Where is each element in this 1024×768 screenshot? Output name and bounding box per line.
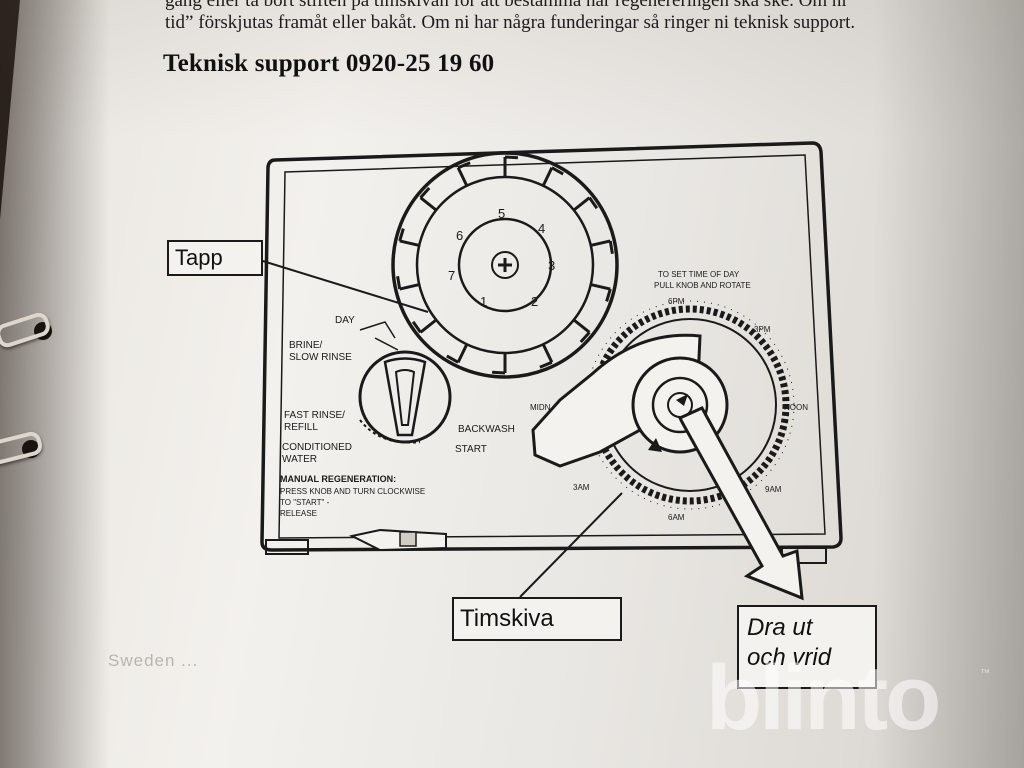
time-midnight: MIDN.: [530, 403, 553, 412]
day-label: DAY: [335, 315, 355, 326]
binder-hole-2: [22, 440, 40, 458]
day-number-6: 6: [456, 228, 463, 243]
start-label: START: [455, 444, 487, 455]
blinto-watermark: blinto: [706, 647, 941, 749]
regeneration-knob: [358, 321, 452, 444]
fast-rinse-label-1: FAST RINSE/: [284, 410, 345, 421]
manual-label-3: TO "START" -: [280, 498, 330, 507]
time-9am: 9AM: [765, 485, 782, 494]
skipper-pin-tab: [446, 354, 459, 364]
skipper-pin-tab: [396, 276, 402, 290]
skipper-pin-tab: [608, 240, 614, 254]
skipper-pin-tab: [588, 196, 599, 210]
time-6pm: 6PM: [668, 297, 685, 306]
day-number-4: 4: [538, 221, 545, 236]
day-number-2: 2: [531, 294, 538, 309]
skipper-pin: [419, 318, 438, 334]
skipper-pin-tab: [398, 228, 405, 242]
skipper-pin: [541, 343, 554, 363]
time-6am: 6AM: [668, 513, 685, 522]
skipper-pin-tab: [539, 360, 553, 369]
callout-leader-lines: [252, 257, 623, 598]
skipper-pin: [399, 283, 420, 291]
brine-label-1: BRINE/: [289, 340, 323, 351]
time-noon: NOON: [784, 403, 808, 412]
skipper-pin: [456, 167, 469, 187]
skipper-pin: [419, 196, 438, 212]
skipper-pin: [590, 239, 611, 247]
day-number-3: 3: [548, 258, 555, 273]
page-shadow-right: [874, 0, 1024, 768]
manual-label-4: RELEASE: [280, 509, 317, 518]
diagram-labels: DAY BRINE/ SLOW RINSE FAST RINSE/ REFILL…: [280, 270, 808, 522]
body-text: gång eller ta bort stiften på timskivan …: [165, 0, 855, 34]
skipper-pin-tab: [491, 370, 506, 375]
skipper-pin-tab: [504, 155, 519, 160]
timer-dial: [531, 300, 804, 601]
skipper-pin: [572, 196, 591, 212]
callout-tapp: Tapp: [167, 240, 263, 276]
brine-label-2: SLOW RINSE: [289, 352, 352, 363]
skipper-wheel: 5 4 3 2 1 7 6: [391, 151, 619, 379]
control-housing: [260, 141, 843, 564]
callout-dra-line-2: och vrid: [747, 644, 832, 671]
set-time-label-2: PULL KNOB AND ROTATE: [654, 281, 751, 290]
callout-dra-ut: Dra ut och vrid: [737, 605, 877, 689]
day-number-5: 5: [498, 206, 505, 221]
support-heading: Teknisk support 0920-25 19 60: [163, 50, 495, 77]
skipper-pin: [399, 239, 420, 247]
skipper-pin-tab: [551, 166, 564, 176]
skipper-pin: [572, 318, 591, 334]
skipper-pins: [396, 155, 614, 375]
skipper-pin-tab: [411, 320, 422, 334]
binder-hole-1: [34, 322, 52, 340]
faint-footer-text: Sweden ...: [108, 651, 199, 670]
manual-label-1: MANUAL REGENERATION:: [280, 474, 396, 484]
body-text-line-2: tid” förskjutas framåt eller bakåt. Om n…: [165, 12, 856, 33]
day-numbers: 5 4 3 2 1 7 6: [448, 206, 555, 309]
watermark-trademark: ™: [980, 668, 990, 679]
time-3pm: 3PM: [754, 325, 771, 334]
skipper-pin-tab: [605, 288, 612, 302]
skipper-pin-tab: [457, 161, 471, 170]
time-3am: 3AM: [573, 483, 590, 492]
skipper-pin-tab: [419, 187, 431, 199]
backwash-label: BACKWASH: [458, 424, 515, 435]
conditioned-label-2: WATER: [282, 454, 317, 465]
page-shadow-left: [0, 0, 110, 768]
skipper-pin: [541, 167, 554, 187]
skipper-pin: [590, 283, 611, 291]
page-shadow-top: [0, 0, 1024, 140]
day-number-1: 1: [480, 294, 487, 309]
day-number-7: 7: [448, 268, 455, 283]
conditioned-label-1: CONDITIONED: [282, 442, 352, 453]
fast-rinse-label-2: REFILL: [284, 422, 318, 433]
body-text-line-1: gång eller ta bort stiften på timskivan …: [165, 0, 847, 11]
callout-dra-line-1: Dra ut: [747, 614, 813, 641]
set-time-label-1: TO SET TIME OF DAY: [658, 270, 740, 279]
skipper-pin-tab: [579, 331, 591, 343]
callout-timskiva: Timskiva: [452, 597, 622, 641]
manual-label-2: PRESS KNOB AND TURN CLOCKWISE: [280, 487, 425, 496]
skipper-pin: [456, 343, 469, 363]
